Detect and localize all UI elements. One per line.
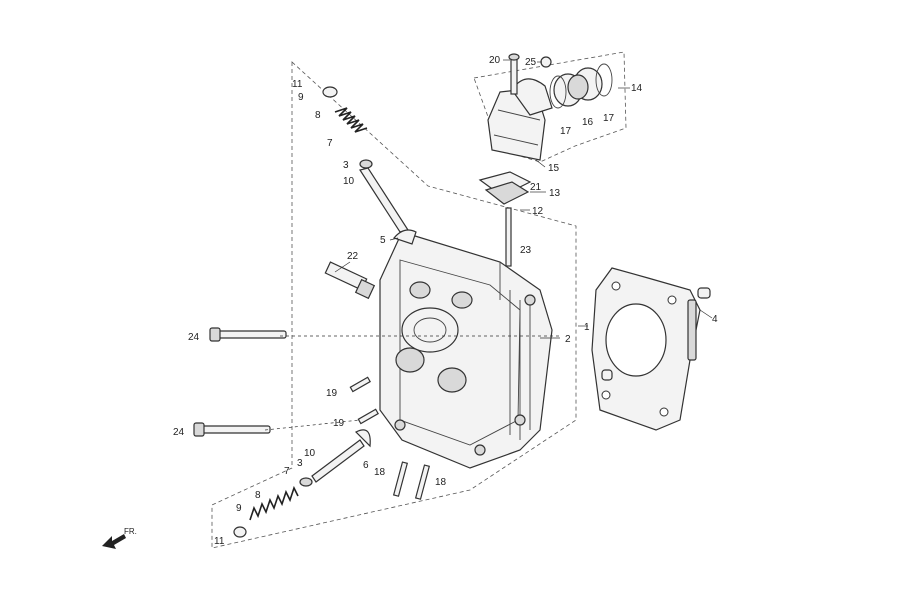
callout-25: 25 — [525, 57, 537, 68]
callout-10-upper: 10 — [343, 176, 355, 187]
manifold-bolt — [508, 53, 520, 95]
callout-24-lower: 24 — [173, 427, 185, 438]
stud-bolts-18 — [392, 461, 431, 500]
callout-19-lower: 19 — [333, 418, 345, 429]
callout-11-upper: 11 — [292, 79, 303, 90]
callout-3-upper: 3 — [343, 160, 349, 171]
callout-18-left: 18 — [374, 467, 386, 478]
callout-10-lower: 10 — [304, 448, 316, 459]
dowel-pin-upper — [697, 287, 711, 299]
cylinder-head-gasket — [591, 267, 701, 431]
upper-valve-assembly — [322, 86, 417, 245]
callout-22: 22 — [347, 251, 359, 262]
callout-8-lower: 8 — [255, 490, 261, 501]
callout-21: 21 — [530, 182, 542, 193]
dowel-pin-lower — [601, 369, 613, 381]
intake-insulator — [553, 67, 603, 107]
head-bolt-upper — [209, 327, 287, 342]
dowel-pins-19 — [349, 376, 379, 425]
hose-clamps — [549, 63, 613, 109]
front-arrow-icon — [102, 534, 126, 549]
front-direction-indicator: FR. — [102, 527, 137, 549]
cylinder-head — [379, 231, 553, 469]
intake-manifold — [487, 78, 553, 161]
callout-6: 6 — [363, 460, 369, 471]
callout-4: 4 — [712, 314, 718, 325]
spark-plug — [324, 261, 376, 300]
callout-11-lower: 11 — [214, 536, 225, 547]
callout-14: 14 — [631, 83, 643, 94]
assembly-frame — [211, 51, 627, 549]
callout-24-upper: 24 — [188, 332, 200, 343]
callout-12: 12 — [532, 206, 544, 217]
intake-gasket-and-spacer — [478, 171, 532, 205]
head-bolt-lower — [193, 422, 271, 437]
callout-8-upper: 8 — [315, 110, 321, 121]
callout-5: 5 — [380, 235, 386, 246]
callout-1: 1 — [584, 322, 590, 333]
callout-labels: 1 2 3 3 4 5 6 7 7 8 8 9 9 10 10 11 11 12… — [173, 55, 718, 547]
callout-9-upper: 9 — [298, 92, 304, 103]
callout-3-lower: 3 — [297, 458, 303, 469]
callout-7-lower: 7 — [284, 466, 290, 477]
callout-13: 13 — [549, 188, 561, 199]
callout-7-upper: 7 — [327, 138, 333, 149]
lower-valve-assembly — [233, 429, 371, 538]
callout-17-left: 17 — [560, 126, 572, 137]
leader-lines — [264, 59, 713, 431]
callout-17-right: 17 — [603, 113, 615, 124]
stud-bolt-23 — [505, 207, 512, 267]
callout-20: 20 — [489, 55, 501, 66]
callout-15: 15 — [548, 163, 560, 174]
callout-2: 2 — [565, 334, 571, 345]
callout-18-right: 18 — [435, 477, 447, 488]
callout-23: 23 — [520, 245, 532, 256]
callout-9-lower: 9 — [236, 503, 242, 514]
callout-16: 16 — [582, 117, 594, 128]
callout-19-upper: 19 — [326, 388, 338, 399]
front-label: FR. — [124, 527, 137, 536]
nut-25 — [540, 56, 552, 68]
